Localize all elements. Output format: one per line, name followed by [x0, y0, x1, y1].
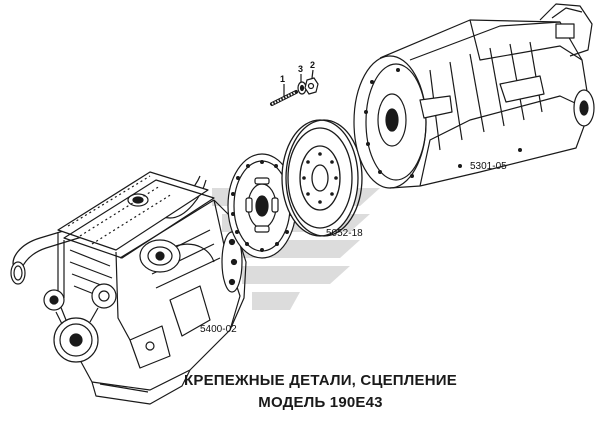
- caption-line-1: КРЕПЕЖНЫЕ ДЕТАЛИ, СЦЕПЛЕНИЕ: [184, 372, 457, 389]
- callout-washer: 3: [298, 64, 304, 74]
- caption-line-2: МОДЕЛЬ 190E43: [258, 394, 383, 411]
- gearbox-drawing: [353, 3, 595, 189]
- flywheel-label: 5052-18: [326, 228, 363, 239]
- engine-drawing: [10, 171, 247, 405]
- gearbox-label: 5301-05: [470, 161, 507, 172]
- callout-nut: 2: [310, 60, 316, 70]
- callout-stud: 1: [280, 74, 286, 84]
- fasteners-drawing: [270, 69, 319, 106]
- flywheel-drawing: [281, 119, 363, 237]
- clutch-disc-drawing: [227, 153, 297, 259]
- engine-label: 5400-02: [200, 324, 237, 335]
